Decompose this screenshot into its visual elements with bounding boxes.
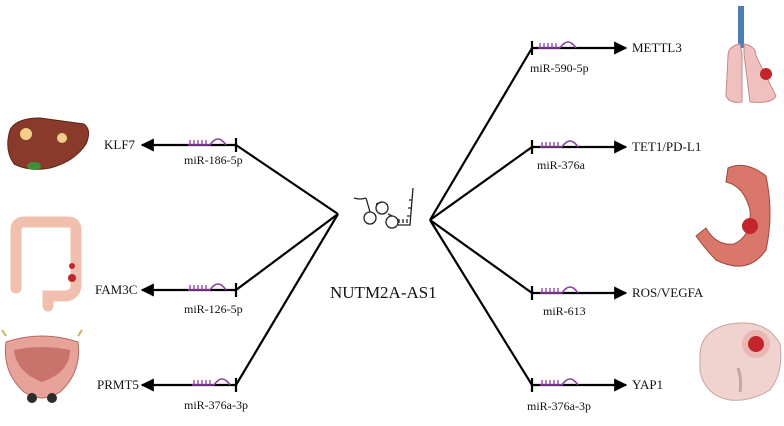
mirna-label: miR-613 [543,304,586,318]
edge-fam3c [235,213,339,291]
brain-icon [699,322,782,401]
bladder-icon [1,329,83,403]
lung-icon [725,6,777,103]
edge-tet1 [429,146,533,221]
branch-prmt5: PRMT5 miR-376a-3p [97,377,248,412]
target-label: KLF7 [104,137,136,152]
edge-mettl3 [429,47,533,221]
branch-ros-vegfa: ROS/VEGFA miR-613 [530,285,704,318]
branch-tet1-pdl1: TET1/PD-L1 miR-376a [530,139,701,172]
target-label: TET1/PD-L1 [632,139,701,154]
target-label: YAP1 [632,377,663,392]
mirna-label: miR-376a-3p [527,399,591,413]
mirna-label: miR-376a [537,158,586,172]
branch-fam3c: FAM3C miR-126-5p [95,282,243,316]
edge-klf7 [235,144,339,215]
mirna-label: miR-376a-3p [184,398,248,412]
mirna-label: miR-590-5p [530,61,589,75]
colon-icon [10,216,82,312]
target-label: ROS/VEGFA [632,285,704,300]
target-label: FAM3C [95,282,137,297]
edges [235,47,533,386]
mirna-label: miR-126-5p [184,302,243,316]
branch-klf7: KLF7 miR-186-5p [104,137,243,167]
stomach-icon [695,164,771,267]
edge-prmt5 [235,213,339,386]
lncrna-label: NUTM2A-AS1 [330,283,437,302]
target-label: PRMT5 [97,377,139,392]
target-label: METTL3 [632,40,682,55]
branch-yap1: YAP1 miR-376a-3p [527,377,663,413]
liver-icon [7,117,90,170]
mirna-label: miR-186-5p [184,153,243,167]
lncrna-center: NUTM2A-AS1 [330,187,437,302]
edge-yap1 [429,219,533,386]
lncrna-structure-icon [353,187,414,229]
branch-mettl3: METTL3 miR-590-5p [530,40,682,75]
edge-ros [429,219,533,294]
